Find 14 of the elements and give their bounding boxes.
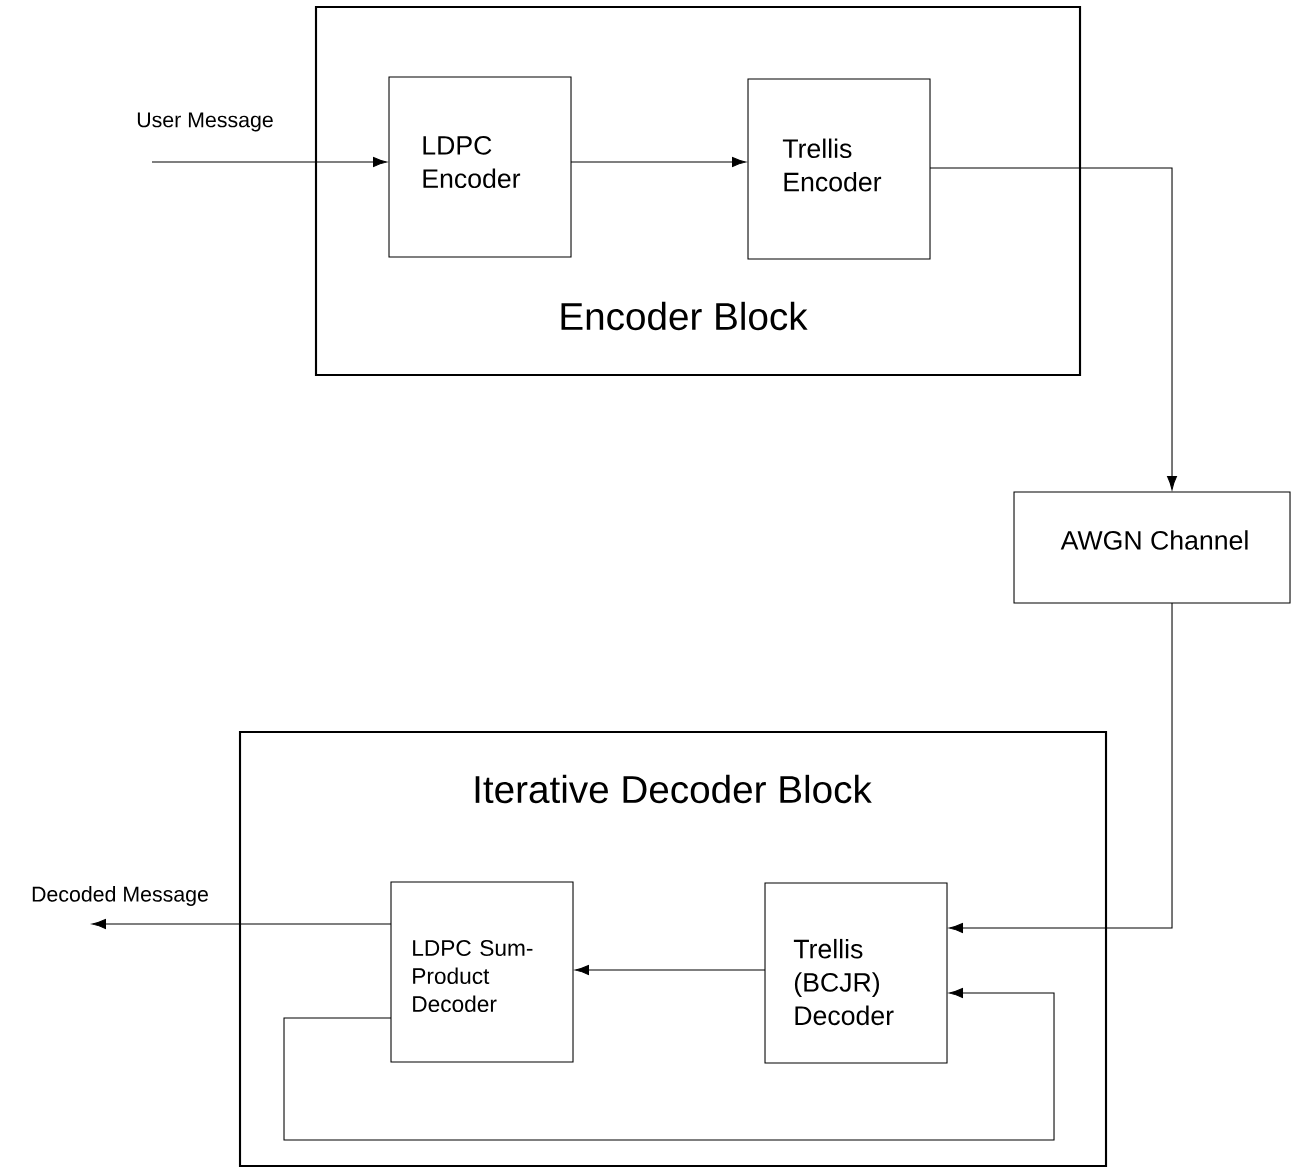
process-box: LDPC Encoder bbox=[388, 76, 572, 258]
arrow bbox=[948, 602, 1173, 933]
arrow bbox=[91, 919, 392, 929]
process-box: Trellis Encoder bbox=[747, 78, 931, 260]
process-box: AWGN Channel bbox=[1013, 491, 1291, 604]
arrow bbox=[574, 965, 766, 975]
arrow bbox=[570, 157, 747, 167]
process-box: LDPC Sum-Product Decoder bbox=[390, 881, 574, 1063]
arrow bbox=[929, 167, 1177, 491]
arrow bbox=[151, 157, 388, 167]
edge-label: Decoded Message bbox=[29, 884, 211, 908]
edge-label: User Message bbox=[134, 111, 276, 133]
arrow bbox=[283, 988, 1055, 1141]
process-box: Trellis (BCJR) Decoder bbox=[764, 882, 948, 1064]
